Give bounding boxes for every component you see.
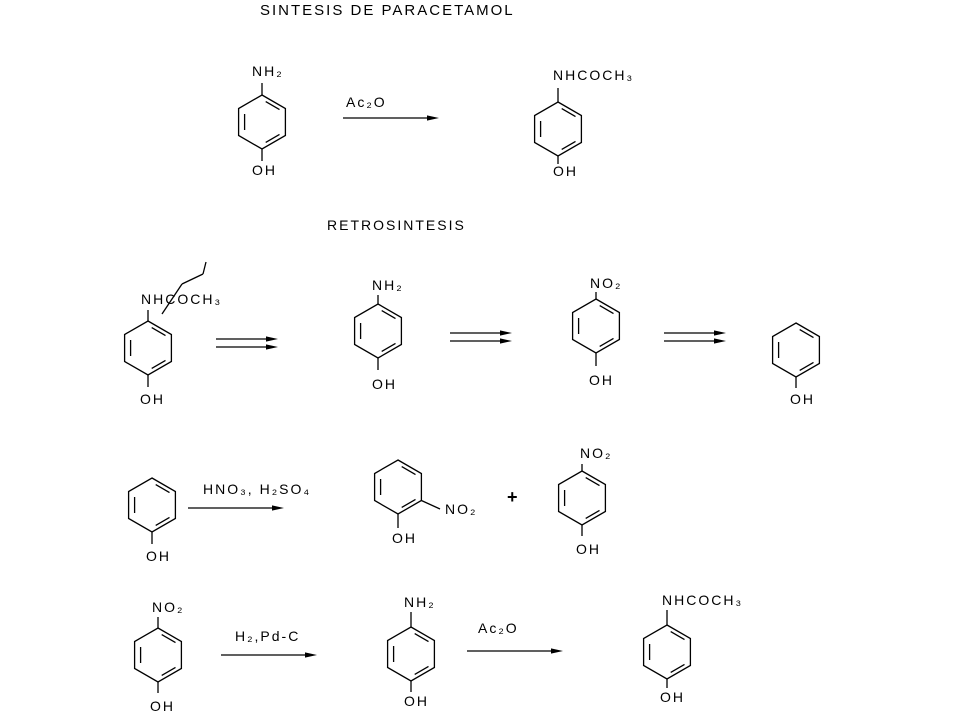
benzene-ring xyxy=(123,320,173,376)
synthesis-reactant-4-aminophenol: NH₂ OH xyxy=(237,63,287,178)
hydroxyl-label: OH xyxy=(252,162,277,178)
nitration-2-nitrophenol: NO₂ OH xyxy=(373,459,477,546)
acetamido-label: NHCOCH₃ xyxy=(553,67,634,83)
hydroxyl-label: OH xyxy=(150,698,175,714)
hydroxyl-label: OH xyxy=(392,530,417,546)
amino-label: NH₂ xyxy=(404,594,436,610)
hydroxyl-label: OH xyxy=(553,163,578,179)
retrosynthesis-title: RETROSINTESIS xyxy=(327,217,466,233)
reduction-4-aminophenol: NH₂ OH xyxy=(386,594,436,709)
nitro-label: NO₂ xyxy=(152,599,184,615)
nitration-phenol: OH xyxy=(127,477,177,564)
synthesis-arrow: Ac₂O xyxy=(342,94,440,122)
benzene-ring xyxy=(237,94,287,150)
page-title: SINTESIS DE PARACETAMOL xyxy=(260,2,515,19)
benzene-ring xyxy=(133,627,183,683)
retro-4-nitrophenol: NO₂ OH xyxy=(571,275,622,388)
hydroxyl-label: OH xyxy=(589,372,614,388)
retro-phenol: OH xyxy=(771,322,821,407)
disconnection-mark xyxy=(161,283,183,315)
nitro-label: NO₂ xyxy=(580,445,612,461)
hydroxyl-label: OH xyxy=(140,391,165,407)
reaction-arrow xyxy=(220,651,318,659)
benzene-ring xyxy=(557,470,607,526)
reaction-arrow xyxy=(466,647,564,655)
hydroxyl-label: OH xyxy=(372,376,397,392)
retro-arrow-1 xyxy=(215,335,279,351)
benzene-ring xyxy=(127,477,177,533)
benzene-ring xyxy=(373,459,423,515)
acetylation-arrow: Ac₂O xyxy=(466,620,564,655)
benzene-ring xyxy=(386,626,436,682)
final-paracetamol: NHCOCH₃ OH xyxy=(642,592,743,705)
benzene-ring xyxy=(353,303,403,359)
amino-label: NH₂ xyxy=(372,277,404,293)
acetamido-label: NHCOCH₃ xyxy=(141,291,222,307)
reaction-arrow xyxy=(187,504,285,512)
hydroxyl-label: OH xyxy=(146,548,171,564)
nitro-label: NO₂ xyxy=(590,275,622,291)
reduction-4-nitrophenol: NO₂ OH xyxy=(133,599,184,714)
plus-sign: + xyxy=(507,487,520,507)
reagent-label: Ac₂O xyxy=(478,620,519,636)
hydroxyl-label: OH xyxy=(576,541,601,557)
disconnection-mark xyxy=(202,261,207,275)
hydroxyl-label: OH xyxy=(404,693,429,709)
benzene-ring xyxy=(771,322,821,378)
reaction-arrow xyxy=(342,114,440,122)
nitration-arrow: HNO₃, H₂SO₄ xyxy=(187,481,311,512)
reagent-label: Ac₂O xyxy=(346,94,387,110)
acetamido-label: NHCOCH₃ xyxy=(662,592,743,608)
hydroxyl-label: OH xyxy=(660,689,685,705)
retro-4-aminophenol: NH₂ OH xyxy=(353,277,404,392)
amino-label: NH₂ xyxy=(252,63,284,79)
synthesis-product-paracetamol: NHCOCH₃ OH xyxy=(533,67,634,179)
retro-paracetamol: NHCOCH₃ OH xyxy=(123,261,222,407)
reagent-label: HNO₃, H₂SO₄ xyxy=(203,481,311,497)
reduction-arrow: H₂,Pd-C xyxy=(220,628,318,659)
nitro-label: NO₂ xyxy=(445,501,477,517)
retro-arrow-3 xyxy=(663,329,727,345)
benzene-ring xyxy=(571,298,621,354)
hydroxyl-label: OH xyxy=(790,391,815,407)
benzene-ring xyxy=(533,101,583,157)
reagent-label: H₂,Pd-C xyxy=(235,628,300,644)
benzene-ring xyxy=(642,624,692,680)
nitration-4-nitrophenol: NO₂ OH xyxy=(557,445,612,557)
retro-arrow-2 xyxy=(449,329,513,345)
disconnection-mark xyxy=(181,273,204,285)
